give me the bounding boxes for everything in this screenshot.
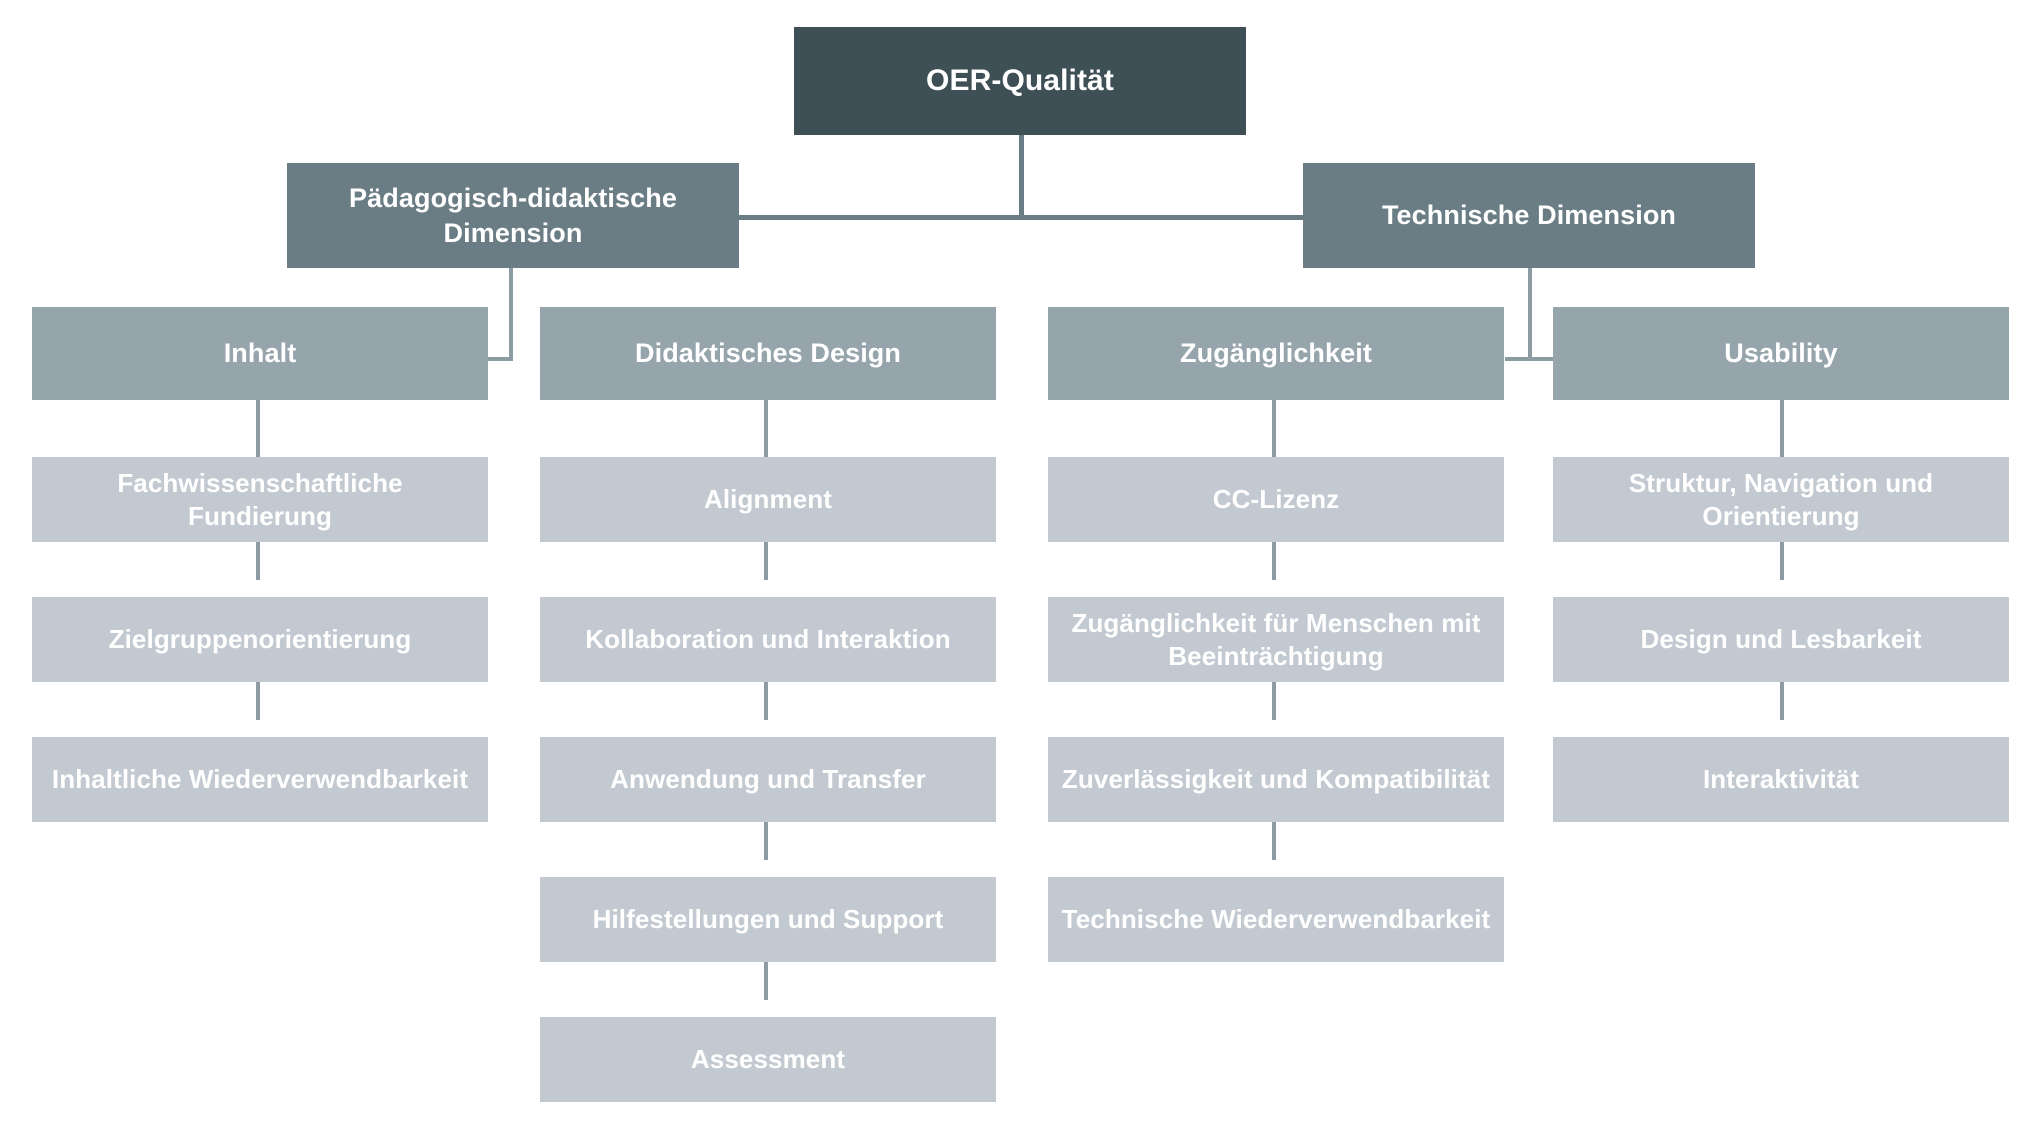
connector-col2-leaf3-to-leaf4 [764,820,768,860]
connector-col2-cat-to-leaf1 [764,400,768,460]
connector-root-down [1019,134,1024,218]
node-leaf-label: CC-Lizenz [1212,484,1340,515]
node-leaf-kollaboration-und-interaktion[interactable]: Kollaboration und Interaktion [540,597,996,682]
node-dimension-technische[interactable]: Technische Dimension [1303,163,1755,268]
node-leaf-label: Interaktivität [1702,764,1859,795]
node-leaf-label: Alignment [703,484,832,515]
node-category-usability[interactable]: Usability [1553,307,2009,400]
connector-col4-leaf1-to-leaf2 [1780,540,1784,580]
node-category-1-label: Inhalt [223,338,297,369]
connector-dim1-to-inhalt [488,357,513,361]
node-leaf-zielgruppenorientierung[interactable]: Zielgruppenorientierung [32,597,488,682]
node-category-didaktisches-design[interactable]: Didaktisches Design [540,307,996,400]
connector-dim2-to-zugaenglichkeit [1505,357,1553,361]
connector-col2-leaf2-to-leaf3 [764,680,768,720]
node-category-4-label: Usability [1724,338,1838,369]
node-dimension-1-label: Pädagogisch-didaktische Dimension [349,183,677,248]
node-dimension-2-label: Technische Dimension [1381,200,1677,231]
node-leaf-anwendung-und-transfer[interactable]: Anwendung und Transfer [540,737,996,822]
node-leaf-zugaenglichkeit-fuer-menschen-mit-beeintraechtigung[interactable]: Zugänglichkeit für Menschen mit Beeinträ… [1048,597,1504,682]
node-leaf-label: Anwendung und Transfer [610,764,926,795]
node-leaf-zuverlaessigkeit-und-kompatibilitaet[interactable]: Zuverlässigkeit und Kompatibilität [1048,737,1504,822]
node-leaf-label: Hilfestellungen und Support [592,904,944,935]
connector-dim2-down [1528,268,1532,359]
connector-col3-cat-to-leaf1 [1272,400,1276,460]
node-leaf-assessment[interactable]: Assessment [540,1017,996,1102]
connector-col1-leaf2-to-leaf3 [256,680,260,720]
connector-col1-leaf1-to-leaf2 [256,540,260,580]
node-category-3-label: Zugänglichkeit [1180,338,1372,369]
connector-col3-leaf3-to-leaf4 [1272,820,1276,860]
connector-col4-cat-to-leaf1 [1780,400,1784,460]
node-leaf-interaktivitaet[interactable]: Interaktivität [1553,737,2009,822]
node-dimension-paedagogisch-didaktisch[interactable]: Pädagogisch-didaktische Dimension [287,163,739,268]
node-leaf-label: Design und Lesbarkeit [1640,624,1922,655]
node-leaf-label: Kollaboration und Interaktion [585,624,951,655]
node-leaf-cc-lizenz[interactable]: CC-Lizenz [1048,457,1504,542]
node-root-oer-qualitaet[interactable]: OER-Qualität [794,27,1246,135]
node-leaf-label: Fachwissenschaftliche Fundierung [117,467,403,531]
connector-col2-leaf1-to-leaf2 [764,540,768,580]
node-leaf-struktur-navigation-und-orientierung[interactable]: Struktur, Navigation und Orientierung [1553,457,2009,542]
node-root-label: OER-Qualität [926,64,1114,98]
node-leaf-technische-wiederverwendbarkeit[interactable]: Technische Wiederverwendbarkeit [1048,877,1504,962]
node-leaf-label: Inhaltliche Wiederverwendbarkeit [51,764,469,795]
node-leaf-label: Zuverlässigkeit und Kompatibilität [1061,764,1491,795]
node-leaf-design-und-lesbarkeit[interactable]: Design und Lesbarkeit [1553,597,2009,682]
node-leaf-fachwissenschaftliche-fundierung[interactable]: Fachwissenschaftliche Fundierung [32,457,488,542]
connector-col3-leaf2-to-leaf3 [1272,680,1276,720]
node-category-2-label: Didaktisches Design [635,338,901,369]
connector-col1-cat-to-leaf1 [256,400,260,460]
node-leaf-alignment[interactable]: Alignment [540,457,996,542]
connector-col4-leaf2-to-leaf3 [1780,680,1784,720]
node-leaf-label: Assessment [690,1044,846,1075]
node-leaf-label: Zugänglichkeit für Menschen mit Beeinträ… [1071,607,1481,671]
node-category-inhalt[interactable]: Inhalt [32,307,488,400]
connector-dimension-bus [734,215,1320,220]
node-category-zugaenglichkeit[interactable]: Zugänglichkeit [1048,307,1504,400]
node-leaf-hilfestellungen-und-support[interactable]: Hilfestellungen und Support [540,877,996,962]
connector-dim1-down [509,268,513,359]
node-leaf-inhaltliche-wiederverwendbarkeit[interactable]: Inhaltliche Wiederverwendbarkeit [32,737,488,822]
connector-col2-leaf4-to-leaf5 [764,960,768,1000]
node-leaf-label: Technische Wiederverwendbarkeit [1061,904,1491,935]
node-leaf-label: Zielgruppenorientierung [108,624,412,655]
node-leaf-label: Struktur, Navigation und Orientierung [1628,467,1934,531]
connector-col3-leaf1-to-leaf2 [1272,540,1276,580]
